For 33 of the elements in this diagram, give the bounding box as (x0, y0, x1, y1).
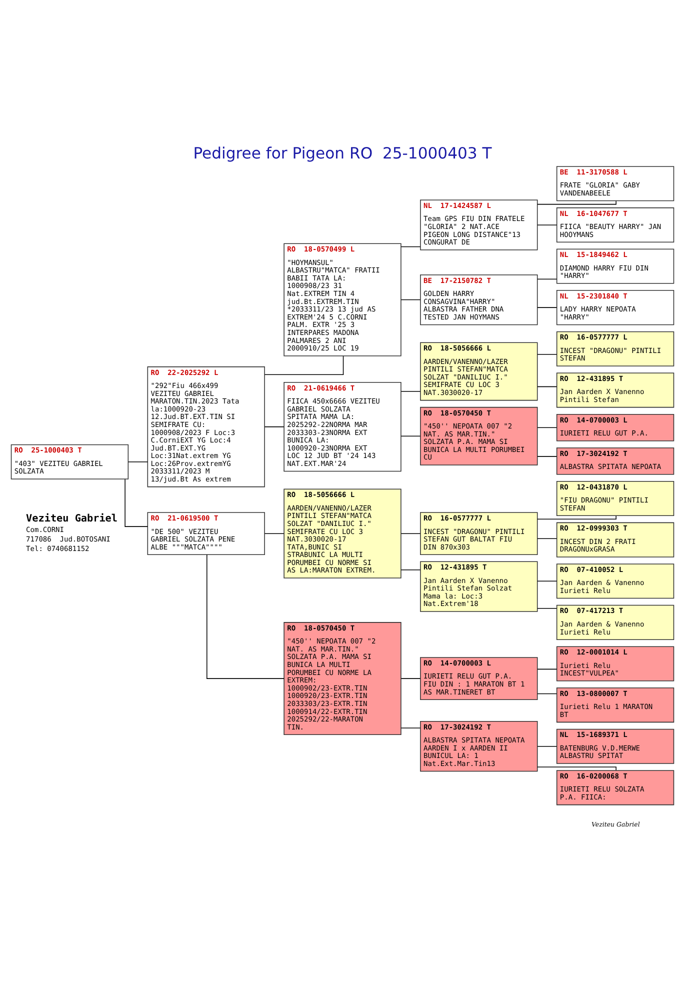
connector (124, 478, 148, 527)
connector (537, 580, 558, 582)
label: 717086 Jud.BOTOSANI (26, 534, 110, 544)
label: Tel: 0740681152 (26, 544, 90, 553)
connector (264, 426, 284, 428)
connector (537, 693, 558, 694)
connector (537, 200, 616, 205)
connector (400, 246, 421, 248)
connector (400, 533, 421, 534)
connector (537, 746, 558, 747)
connector (537, 538, 558, 540)
connector (206, 554, 284, 679)
connector (537, 278, 558, 280)
connector (400, 436, 421, 437)
label: Com.CORNI (26, 525, 64, 534)
connector (537, 427, 558, 428)
connector (400, 299, 421, 300)
connector (400, 678, 421, 679)
connector (537, 354, 558, 355)
connector (400, 390, 421, 392)
connector (400, 569, 421, 570)
connector (537, 608, 558, 609)
connector (264, 533, 284, 534)
connector (537, 516, 616, 520)
connector (537, 386, 558, 388)
connector (537, 668, 558, 670)
connector (537, 307, 558, 308)
connector (537, 224, 558, 226)
label: Veziteu Gabriel (26, 513, 118, 524)
diagram-title: Pedigree for Pigeon RO 25-1000403 T (193, 144, 492, 163)
connector (537, 456, 558, 457)
connector (264, 356, 344, 375)
connector (537, 766, 616, 771)
